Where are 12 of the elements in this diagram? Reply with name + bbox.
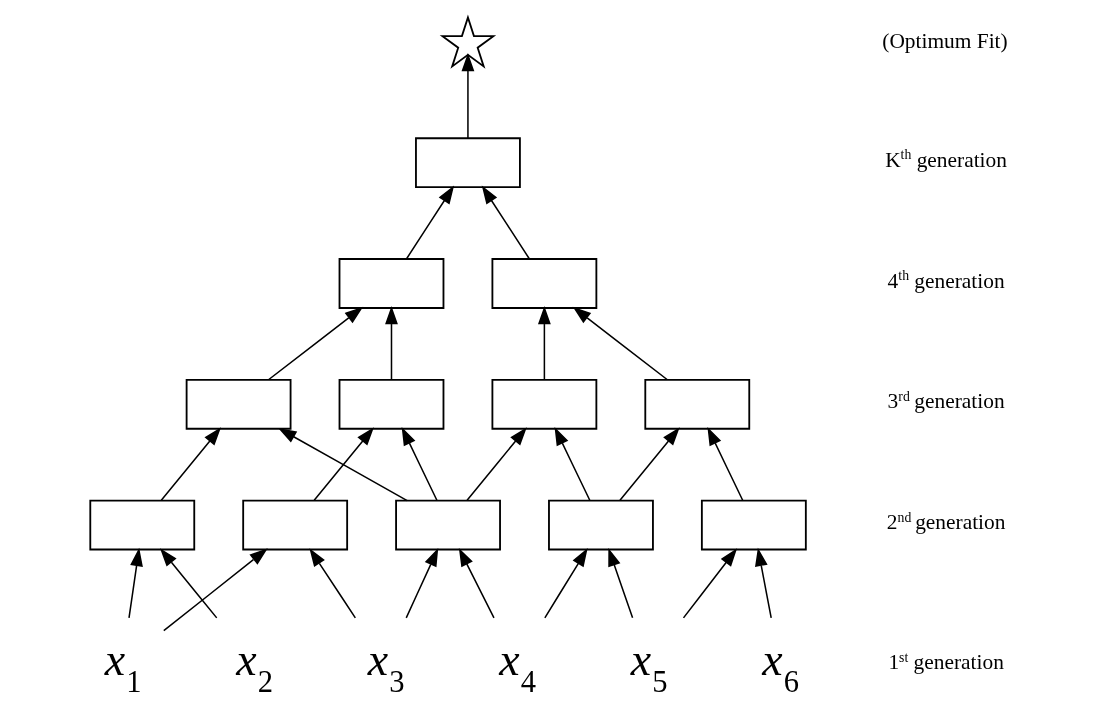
node-text: x$_{4}$: [498, 633, 536, 699]
node-text: x$_{6}$: [761, 633, 799, 699]
label: 3$^{rd}$ generation: [887, 388, 1005, 414]
node-text: x$_{1}$: [104, 633, 141, 699]
label: 2$^{nd}$ generation: [886, 509, 1005, 535]
node-text: x$_{5}$: [630, 633, 667, 699]
label: 1$^{st}$ generation: [887, 649, 1004, 675]
node-text: x$_{2}$: [235, 633, 273, 699]
label: 4$^{th}$ generation: [887, 268, 1005, 293]
label: K$^{th}$ generation: [884, 147, 1007, 172]
node-text: x$_{3}$: [367, 633, 404, 699]
label: (Optimum Fit): [881, 28, 1008, 53]
